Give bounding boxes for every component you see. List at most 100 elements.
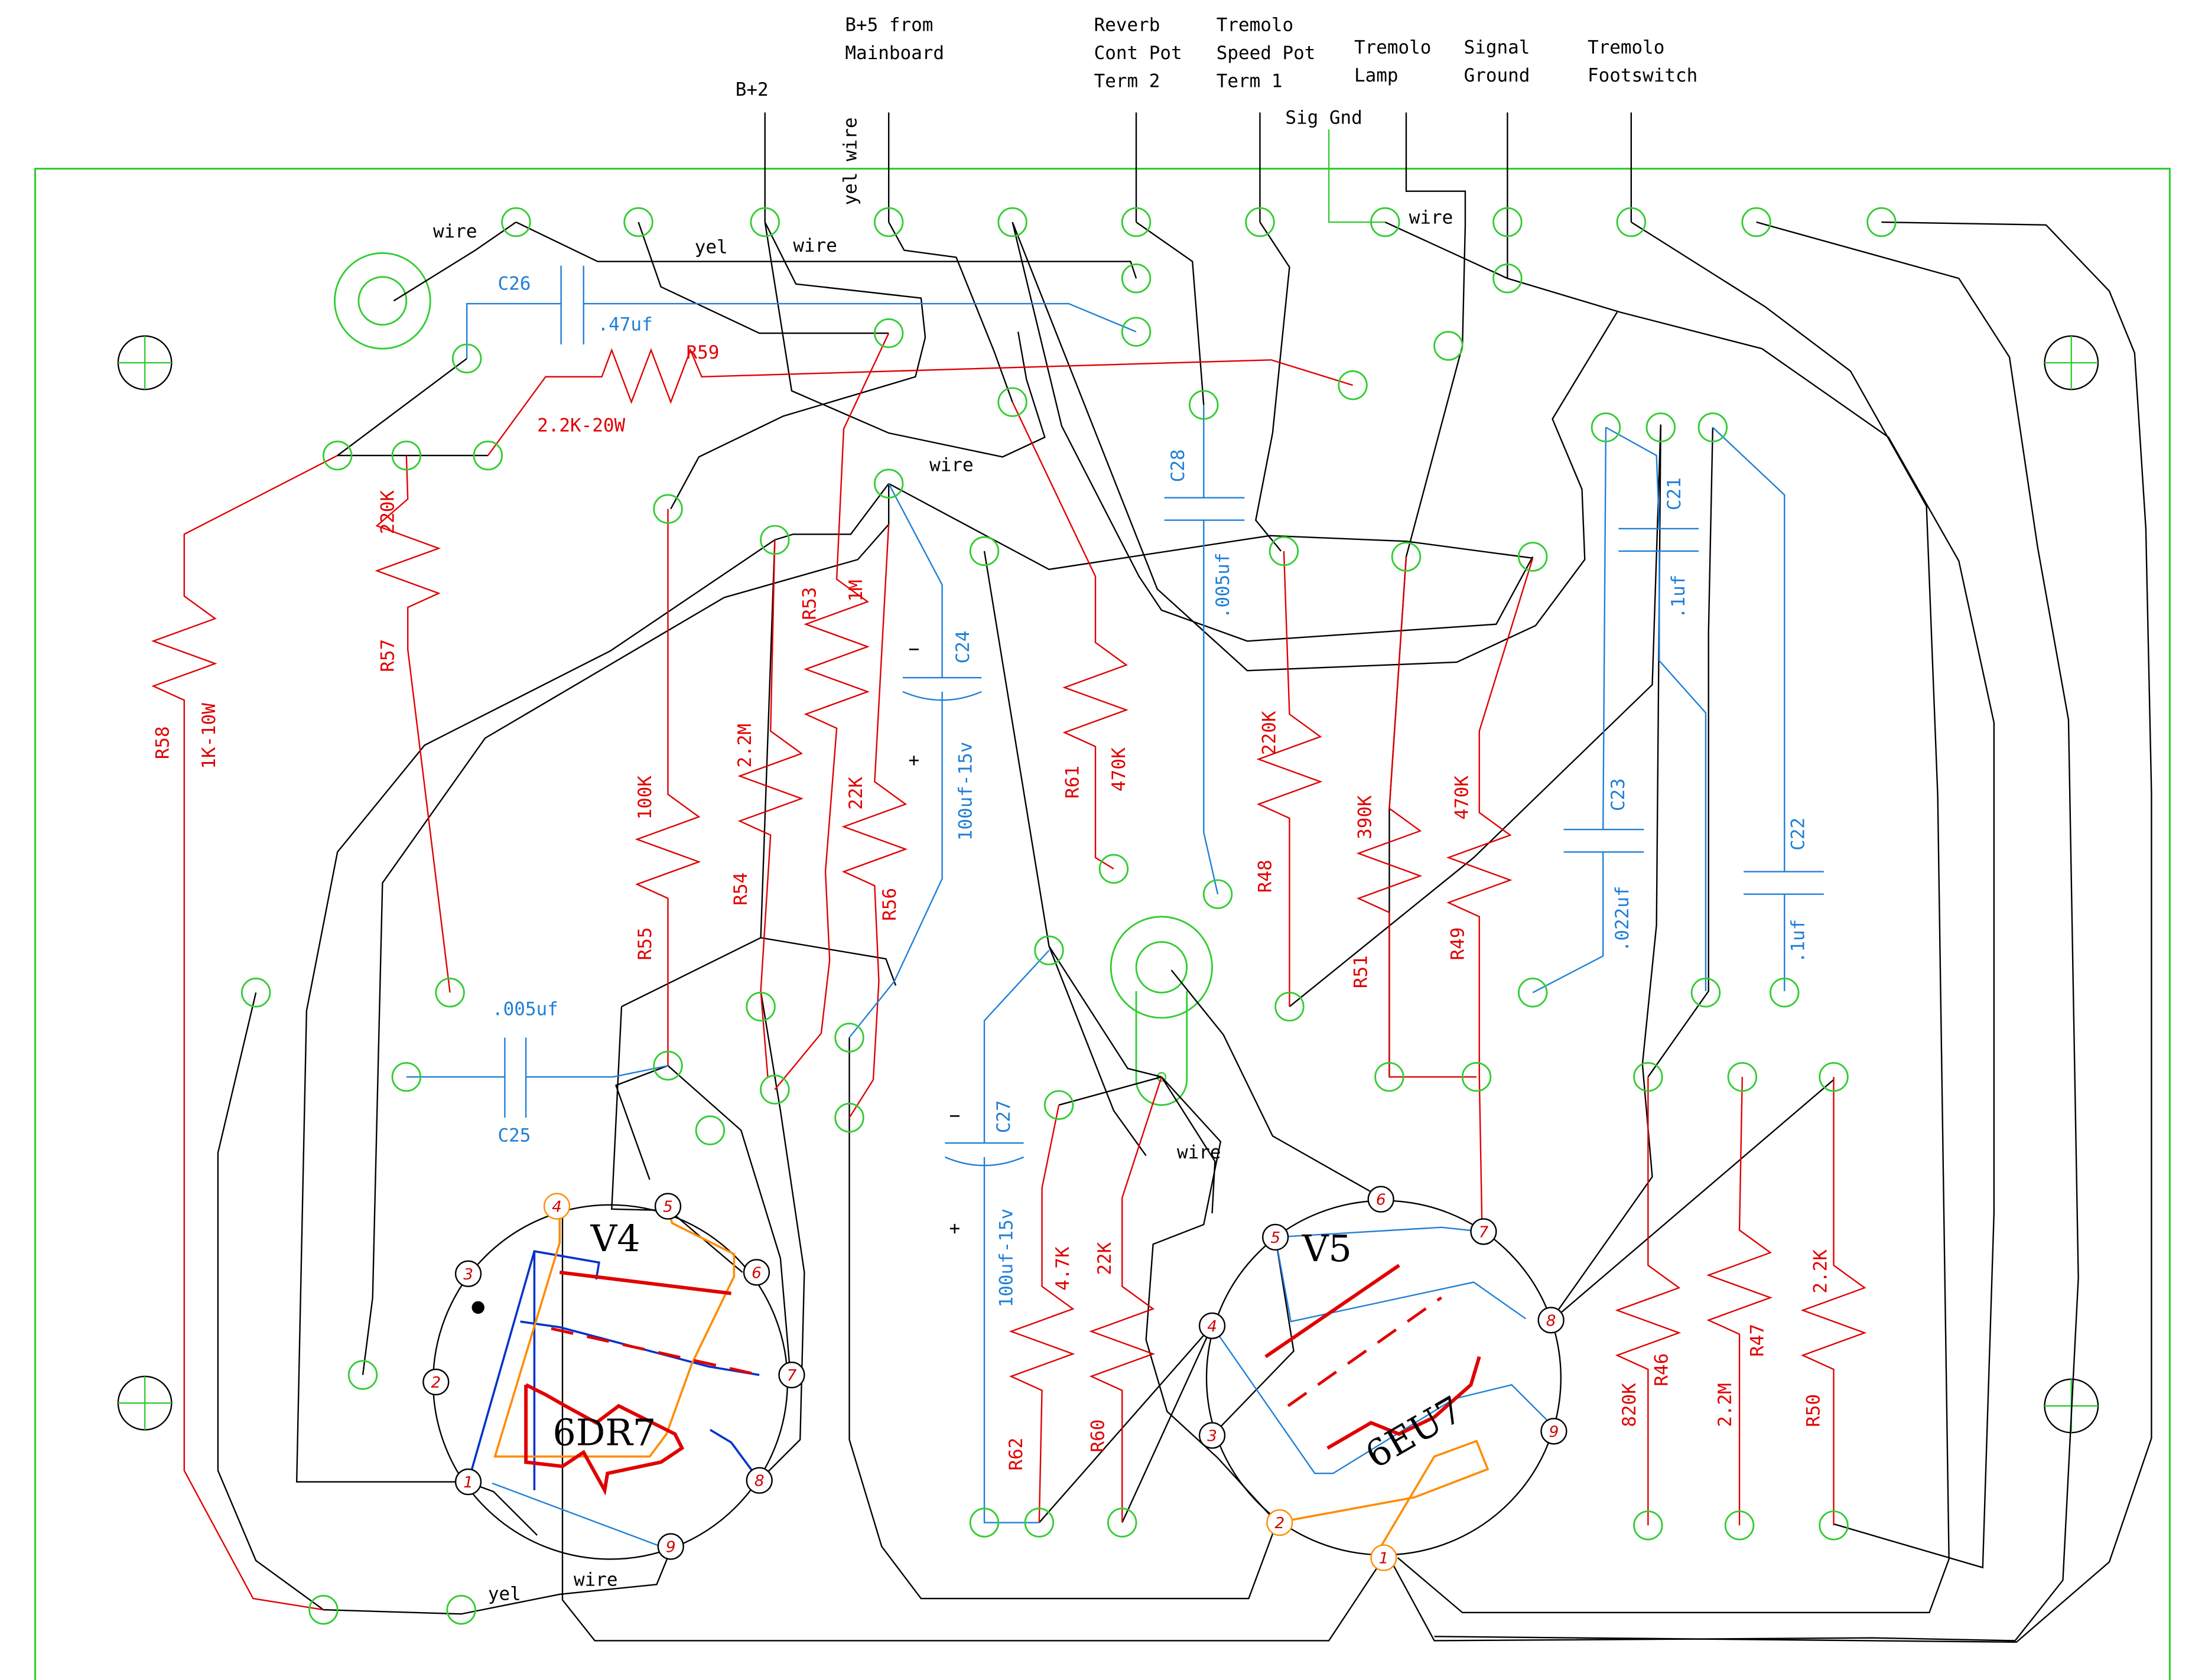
tube-pin-number: 2 <box>1274 1515 1284 1532</box>
terminal-pad <box>446 1594 476 1625</box>
terminal-pad <box>1338 370 1368 401</box>
resistor-value: 4.7K <box>1052 1246 1074 1291</box>
external-connection-label: Cont Pot <box>1094 43 1182 64</box>
resistor-value: 100K <box>635 776 656 820</box>
capacitor-C27 <box>944 950 1050 1523</box>
resistor-value: 470K <box>1452 776 1473 820</box>
resistor-R60 <box>1089 1076 1163 1523</box>
terminal-pad <box>435 978 465 1008</box>
terminal-pad <box>695 1115 726 1145</box>
resistor-ref: R54 <box>730 872 752 906</box>
wire-label: wire <box>574 1570 618 1591</box>
external-connection-label: Tremolo <box>1217 14 1293 35</box>
terminal-pad <box>1461 1062 1492 1092</box>
tube-pin-number: 2 <box>431 1374 441 1392</box>
capacitor-ref: C27 <box>993 1100 1014 1133</box>
resistor-R62 <box>1009 1105 1075 1523</box>
tube-v4: V4 6DR7 <box>432 1204 788 1560</box>
terminal-pad <box>653 1050 683 1081</box>
wire-label: yel wire <box>840 117 861 205</box>
resistor-ref: R56 <box>879 888 900 921</box>
external-connection-label: Term 1 <box>1217 71 1283 92</box>
ground-lug-left <box>334 252 431 350</box>
terminal-pad <box>1724 1510 1755 1541</box>
external-connection-label: Speed Pot <box>1217 43 1316 64</box>
tube-pin <box>454 1468 482 1496</box>
mounting-hole <box>2044 335 2099 390</box>
capacitor-value: .1uf <box>1788 919 1809 963</box>
wires <box>217 112 2152 1643</box>
resistor-R56 <box>841 524 908 1118</box>
terminal-pad <box>873 318 904 349</box>
tube-pin <box>657 1533 684 1560</box>
resistor-R51 <box>1356 556 1477 1078</box>
terminal-pads <box>240 207 1897 1625</box>
terminal-pad <box>1121 207 1152 237</box>
resistor-value: 1M <box>845 579 867 601</box>
tube-pin <box>422 1368 450 1396</box>
external-connection-label: Footswitch <box>1588 65 1697 86</box>
terminal-pad <box>1697 412 1728 442</box>
capacitor-C28 <box>1164 405 1245 894</box>
resistor-value: 2.2K <box>1810 1249 1832 1294</box>
terminal-pad <box>1741 207 1771 237</box>
terminal-pad <box>1633 1062 1663 1092</box>
terminal-pad <box>760 1075 790 1105</box>
terminal-pad <box>1202 879 1233 909</box>
terminal-pad <box>1819 1062 1849 1092</box>
wire-label: wire <box>793 235 837 256</box>
terminal-pad <box>473 440 503 471</box>
resistor-value: 2.2M <box>734 724 756 768</box>
terminal-pad <box>1769 978 1800 1008</box>
capacitor-value: .005uf <box>1212 552 1234 618</box>
terminal-pad <box>1274 991 1305 1022</box>
resistor-value: 220K <box>377 490 398 535</box>
resistor-ref: R58 <box>152 726 174 759</box>
resistor-value: 1K-10W <box>199 703 220 769</box>
tube-pin-number: 6 <box>752 1264 762 1282</box>
terminal-pad <box>1492 207 1523 237</box>
external-connection-label: Ground <box>1464 65 1530 86</box>
capacitor-C24 <box>848 483 982 1038</box>
capacitor-C26 <box>466 265 1137 359</box>
terminal-pad <box>1819 1510 1849 1541</box>
tube-pin <box>746 1467 773 1494</box>
mounting-hole <box>117 1375 173 1431</box>
terminal-pad <box>1269 536 1299 566</box>
capacitor-C22 <box>1712 426 1824 991</box>
terminal-pad <box>1189 390 1219 420</box>
capacitor-value: .022uf <box>1612 885 1633 952</box>
external-connection-label: Term 2 <box>1094 71 1160 92</box>
tube-pin-number: 8 <box>1546 1312 1556 1330</box>
terminal-pad <box>653 494 683 524</box>
terminal-pad <box>1043 1090 1074 1120</box>
wire-label: wire <box>1177 1142 1221 1163</box>
resistor-value: 22K <box>1094 1242 1115 1275</box>
terminal-pad <box>997 207 1027 237</box>
board-outline <box>34 168 2171 1680</box>
terminal-pad <box>1517 542 1548 572</box>
resistor-ref: R53 <box>799 587 820 620</box>
capacitor-C23 <box>1532 427 1644 994</box>
terminal-pad <box>1098 854 1129 884</box>
capacitor-value: 100uf-15v <box>996 1209 1017 1308</box>
resistor-value: 470K <box>1108 747 1130 792</box>
capacitor-ref: C24 <box>952 630 974 663</box>
terminal-pad <box>1616 207 1647 237</box>
terminal-pad <box>873 207 904 237</box>
tube-v4-type: 6DR7 <box>552 1412 656 1454</box>
capacitor-value: .1uf <box>1668 575 1689 619</box>
capacitors <box>406 265 1824 1523</box>
resistor-ref: R59 <box>686 342 719 363</box>
resistor-value: 390K <box>1355 795 1376 839</box>
terminal-pad <box>1433 331 1464 361</box>
terminal-pad <box>969 1508 1000 1538</box>
resistor-R50 <box>1800 1077 1867 1526</box>
sig-gnd-trace <box>1328 129 1386 223</box>
tube-pin <box>1537 1307 1565 1334</box>
external-connection-label: Mainboard <box>845 43 944 64</box>
wire-label: wire <box>433 221 477 242</box>
tube-pin-number: 1 <box>1379 1550 1389 1568</box>
terminal-pad <box>1024 1508 1055 1538</box>
